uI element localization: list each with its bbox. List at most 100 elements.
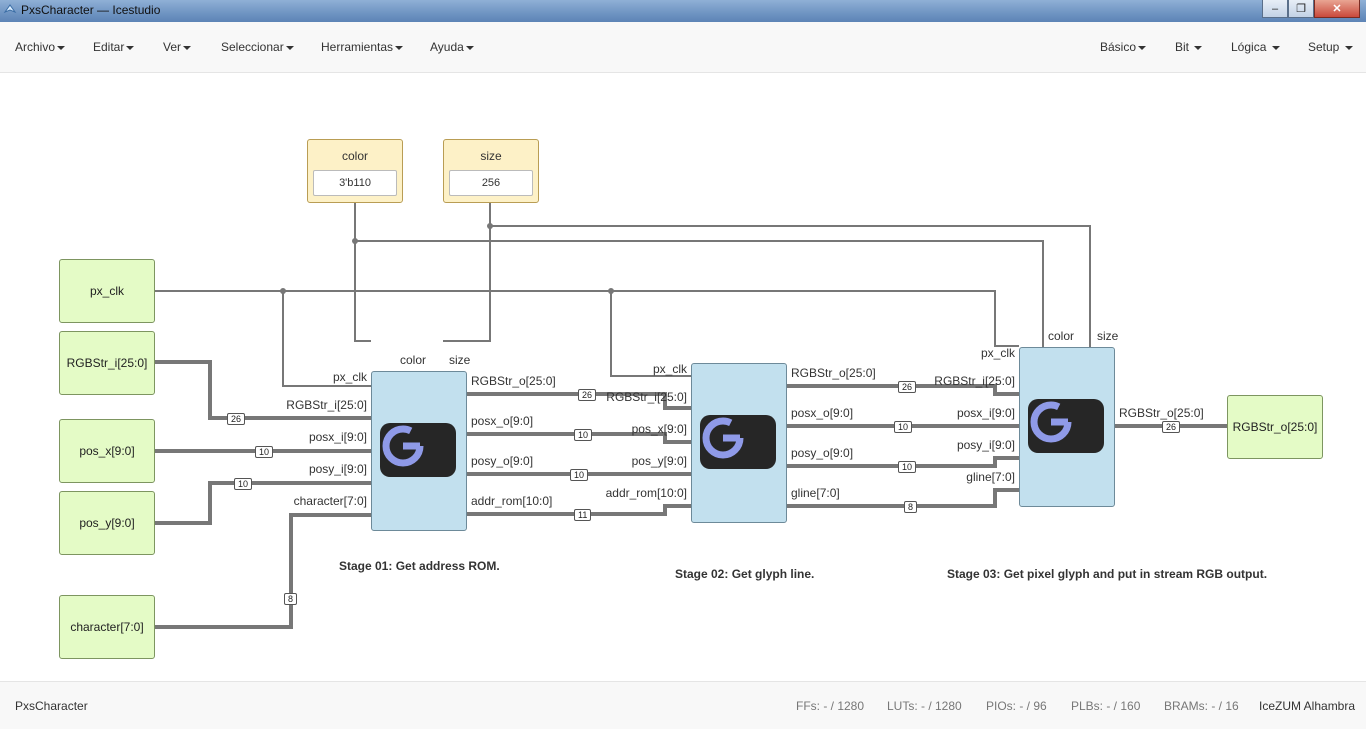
menu-archivo[interactable]: Archivo xyxy=(15,40,66,54)
wire-clk-to-stage2 xyxy=(610,291,691,377)
bus-s1-posx xyxy=(466,432,691,444)
project-name: PxsCharacter xyxy=(15,699,88,713)
port-label: posx_i[9:0] xyxy=(956,406,1015,420)
port-label: addr_rom[10:0] xyxy=(471,494,553,508)
menu-bit[interactable]: Bit xyxy=(1175,40,1203,54)
bus-width-badge: 26 xyxy=(1162,421,1181,433)
bus-rgbstr-in xyxy=(155,360,371,420)
menu-basico[interactable]: Básico xyxy=(1100,40,1147,54)
input-port-pos-y[interactable]: pos_y[9:0] xyxy=(59,491,155,555)
menu-label: Básico xyxy=(1100,40,1137,54)
ffs-usage: FFs: - / 1280 xyxy=(796,699,865,713)
port-label: addr_rom[10:0] xyxy=(605,486,687,500)
menu-label: Editar xyxy=(93,40,125,54)
menu-editar[interactable]: Editar xyxy=(93,40,135,54)
stage2-comment[interactable]: Stage 02: Get glyph line. xyxy=(675,567,815,581)
constant-value-field[interactable]: 256 xyxy=(449,170,533,196)
design-canvas[interactable]: color 3'b110 size 256 px_clk RGBStr_i[25… xyxy=(0,73,1366,681)
port-label: RGBStr_o[25:0] xyxy=(1119,406,1204,420)
port-label: color xyxy=(400,353,427,367)
port-label: posy_i[9:0] xyxy=(956,438,1015,452)
wire-junction xyxy=(280,288,286,294)
port-label: px_clk xyxy=(652,362,687,376)
constant-value-field[interactable]: 3'b110 xyxy=(313,170,397,196)
icestudio-app-icon xyxy=(3,4,17,14)
menu-label: Lógica xyxy=(1231,40,1267,54)
caret-down-icon xyxy=(1344,45,1353,50)
port-label: color xyxy=(1048,329,1075,343)
stage1-comment[interactable]: Stage 01: Get address ROM. xyxy=(339,559,500,573)
maximize-button[interactable]: ❐ xyxy=(1288,0,1314,18)
port-label: character[7:0] xyxy=(293,494,367,508)
caret-down-icon xyxy=(126,45,135,50)
caret-down-icon xyxy=(1271,45,1280,50)
wire-px-clk xyxy=(155,290,1019,347)
window-titlebar[interactable]: PxsCharacter — Icestudio ‒ ❐ ✕ xyxy=(0,0,1366,22)
caret-down-icon xyxy=(285,45,294,50)
caret-down-icon xyxy=(57,45,66,50)
bus-s2-rgb xyxy=(786,384,1019,396)
menu-seleccionar[interactable]: Seleccionar xyxy=(221,40,294,54)
bus-pos-y-in xyxy=(155,481,371,525)
bus-s2-posy xyxy=(786,456,1019,468)
port-label: RGBStr_i[25:0] xyxy=(286,398,367,412)
bus-width-badge: 8 xyxy=(904,501,918,513)
luts-usage: LUTs: - / 1280 xyxy=(887,699,962,713)
input-port-rgbstr-i[interactable]: RGBStr_i[25:0] xyxy=(59,331,155,395)
bus-width-badge: 26 xyxy=(578,389,597,401)
constant-color[interactable]: color 3'b110 xyxy=(307,139,403,203)
bus-width-badge: 8 xyxy=(284,593,298,605)
bus-s2-gline xyxy=(786,488,1019,508)
menu-herramientas[interactable]: Herramientas xyxy=(321,40,404,54)
input-port-pos-x[interactable]: pos_x[9:0] xyxy=(59,419,155,483)
menu-ver[interactable]: Ver xyxy=(163,40,192,54)
stage1-block[interactable] xyxy=(371,371,467,531)
wire-size xyxy=(443,202,491,342)
caret-down-icon xyxy=(183,45,192,50)
window-controls: ‒ ❐ ✕ xyxy=(1262,0,1360,18)
wire-size-to-stage3 xyxy=(490,225,1091,349)
constant-name: size xyxy=(480,149,502,163)
bus-s1-rgb xyxy=(466,392,691,410)
close-button[interactable]: ✕ xyxy=(1314,0,1360,18)
output-port-rgbstr-o[interactable]: RGBStr_o[25:0] xyxy=(1227,395,1323,459)
constant-size[interactable]: size 256 xyxy=(443,139,539,203)
caret-down-icon xyxy=(1138,45,1147,50)
window-title: PxsCharacter — Icestudio xyxy=(21,3,161,17)
stage2-block[interactable] xyxy=(691,363,787,523)
input-port-character[interactable]: character[7:0] xyxy=(59,595,155,659)
menu-label: Ayuda xyxy=(430,40,464,54)
port-label: posy_o[9:0] xyxy=(471,454,534,468)
menu-label: Archivo xyxy=(15,40,56,54)
icestudio-logo-icon xyxy=(700,415,776,469)
bus-width-badge: 10 xyxy=(255,446,274,458)
port-label: gline[7:0] xyxy=(966,470,1015,484)
stage3-comment[interactable]: Stage 03: Get pixel glyph and put in str… xyxy=(947,567,1268,581)
constant-name: color xyxy=(341,149,368,163)
port-label: gline[7:0] xyxy=(791,486,840,500)
menu-label: Seleccionar xyxy=(221,40,284,54)
board-selector[interactable]: IceZUM Alhambra xyxy=(1259,699,1356,713)
port-label: posy_i[9:0] xyxy=(308,462,367,476)
port-label: RGBStr_o[25:0] xyxy=(791,366,876,380)
menu-label: Ver xyxy=(163,40,182,54)
plbs-usage: PLBs: - / 160 xyxy=(1071,699,1141,713)
stage3-block[interactable] xyxy=(1019,347,1115,507)
menu-setup[interactable]: Setup xyxy=(1308,40,1353,54)
menu-ayuda[interactable]: Ayuda xyxy=(430,40,474,54)
wire-junction xyxy=(352,238,358,244)
pios-usage: PIOs: - / 96 xyxy=(986,699,1047,713)
bus-width-badge: 10 xyxy=(574,429,593,441)
wire-junction xyxy=(608,288,614,294)
menu-label: Bit xyxy=(1175,40,1190,54)
caret-down-icon xyxy=(465,45,474,50)
input-port-px-clk[interactable]: px_clk xyxy=(59,259,155,323)
caret-down-icon xyxy=(1194,45,1203,50)
wire-color xyxy=(354,202,371,342)
bus-width-badge: 10 xyxy=(234,478,253,490)
bus-width-badge: 26 xyxy=(227,413,246,425)
bus-width-badge: 10 xyxy=(898,461,917,473)
minimize-button[interactable]: ‒ xyxy=(1262,0,1288,18)
wire-clk-to-stage1 xyxy=(282,291,371,387)
menu-logica[interactable]: Lógica xyxy=(1231,40,1280,54)
